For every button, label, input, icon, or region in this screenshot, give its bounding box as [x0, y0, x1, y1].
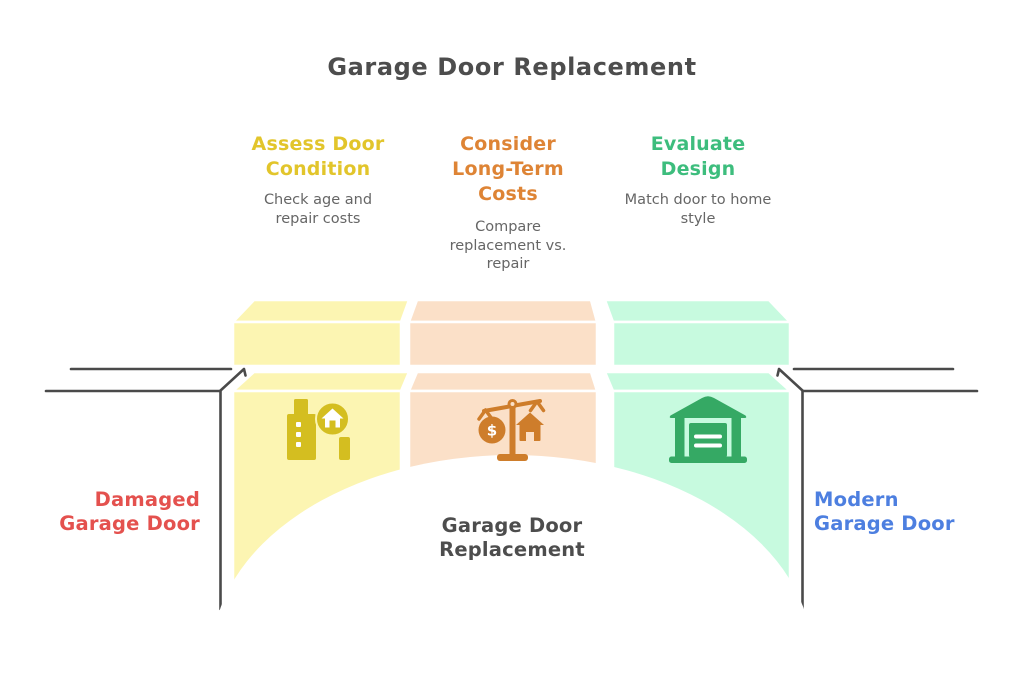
scale-right-hanger [528, 399, 546, 413]
building-body [287, 414, 316, 460]
column-description-assess: Check age and repair costs [263, 192, 373, 227]
cost-balance-scale-icon: $ [477, 399, 546, 461]
pier-top-face [603, 370, 792, 393]
beam-top-face [231, 298, 411, 324]
building-window [296, 442, 301, 447]
left-cliff-depth-edge [218, 367, 247, 393]
scale-pole [509, 405, 516, 457]
beam-front-face [231, 320, 403, 368]
house-door [329, 420, 336, 428]
right-cliff-lines [776, 367, 979, 611]
page-title: Garage Door Replacement [327, 53, 697, 81]
garage-door-slat [694, 443, 722, 448]
bridge-arch [212, 455, 812, 680]
column-heading-evaluate-design: Evaluate Design [650, 133, 746, 180]
house-glyph [321, 408, 344, 428]
garage-roof [669, 396, 747, 418]
dollar-coin [478, 416, 506, 444]
dollar-sign: $ [487, 422, 497, 440]
garage-base [669, 456, 747, 463]
beam-top-face [407, 298, 599, 324]
garage-right-post [731, 418, 741, 460]
beam-top-face [603, 298, 792, 324]
building-tower [294, 399, 308, 417]
column-description-design: Match door to home style [624, 192, 772, 227]
building-window [296, 432, 301, 437]
pier-top-face [407, 370, 599, 393]
label-modern-garage-door: Modern Garage Door [814, 488, 955, 535]
garage-door-icon [669, 396, 747, 463]
building-column [339, 437, 350, 460]
label-garage-door-replacement: Garage Door Replacement [439, 514, 585, 561]
garage-door-slat [694, 434, 722, 439]
left-cliff-lines [44, 367, 247, 611]
house-inspection-icon [287, 399, 350, 460]
column-description-costs: Compare replacement vs. repair [449, 219, 567, 272]
pier-top-face [231, 370, 411, 393]
garage-left-post [675, 418, 685, 460]
column-heading-consider-long-term-costs: Consider Long-Term Costs [452, 133, 564, 205]
scale-pivot [507, 399, 518, 409]
label-damaged-garage-door: Damaged Garage Door [59, 488, 200, 535]
scale-base [497, 454, 528, 461]
garage-door-panel [686, 420, 730, 460]
beam-front-face [407, 320, 599, 368]
beam-front-face [611, 320, 792, 368]
house-roof [516, 412, 544, 425]
column-heading-assess-door-condition: Assess Door Condition [251, 133, 385, 180]
right-cliff-depth-edge [776, 367, 805, 393]
building-window [296, 422, 301, 427]
house-door [526, 432, 534, 441]
